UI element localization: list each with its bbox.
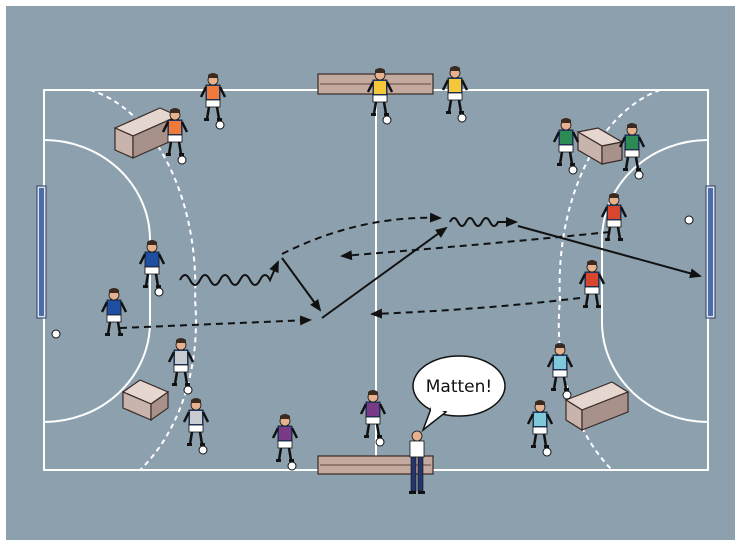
player-figure-icon: [441, 66, 469, 123]
ball-icon: [287, 461, 297, 471]
ball-icon: [457, 113, 467, 123]
player-figure-icon: [100, 288, 128, 336]
player-figure-icon: [138, 240, 166, 297]
shot-arrow: [517, 225, 702, 279]
dribble-arrow: [179, 260, 279, 286]
speech-bubble-text: Matten!: [426, 377, 492, 397]
player-figure-icon: [161, 108, 189, 165]
left-goal-icon: [36, 185, 47, 319]
right-dashed-zone: [557, 89, 661, 471]
run-arrow: [281, 257, 322, 312]
pass-arrow: [119, 315, 312, 329]
pass-arrow: [281, 212, 442, 255]
player-figure-icon: [167, 338, 195, 395]
court-background: [6, 6, 735, 540]
ball-icon: [382, 115, 392, 125]
player-figure-icon: [600, 193, 628, 241]
player-figure-icon: [546, 343, 574, 400]
bench-icon: [317, 455, 434, 475]
gym-mat-icon: [121, 379, 170, 422]
players: [100, 66, 646, 471]
ball-icon: [198, 445, 208, 455]
ball-icon: [375, 437, 385, 447]
ball-icon: [177, 155, 187, 165]
player-figure-icon: [618, 123, 646, 180]
balls: [51, 215, 694, 339]
run-arrow: [321, 226, 448, 319]
movement-arrows: [119, 212, 702, 329]
gym-mat-icon: [576, 127, 624, 166]
gym-mat-icon: [564, 381, 630, 432]
player-figure-icon: [199, 73, 227, 130]
left-penalty-area: [43, 139, 151, 423]
pass-arrow: [340, 231, 611, 261]
player-figure-icon: [182, 398, 210, 455]
ball-icon: [215, 120, 225, 130]
player-figure-icon: [271, 414, 299, 471]
player-figure-icon: [359, 390, 387, 447]
ball-icon: [568, 165, 578, 175]
speech-bubble-icon: [412, 355, 506, 417]
ball-icon: [562, 390, 572, 400]
player-figure-icon: [552, 118, 580, 175]
pass-arrow: [370, 297, 581, 319]
ball-icon: [542, 447, 552, 457]
dribble-arrow: [449, 217, 518, 227]
speech-bubble: Matten!: [412, 355, 506, 433]
coach-figure-icon: [409, 430, 425, 494]
ball-icon: [154, 287, 164, 297]
ball-icon: [684, 215, 694, 225]
ball-icon: [51, 329, 61, 339]
ball-icon: [634, 170, 644, 180]
player-figure-icon: [526, 400, 554, 457]
player-figure-icon: [366, 68, 394, 125]
ball-icon: [183, 385, 193, 395]
right-goal-icon: [705, 185, 716, 319]
player-figure-icon: [578, 260, 606, 308]
